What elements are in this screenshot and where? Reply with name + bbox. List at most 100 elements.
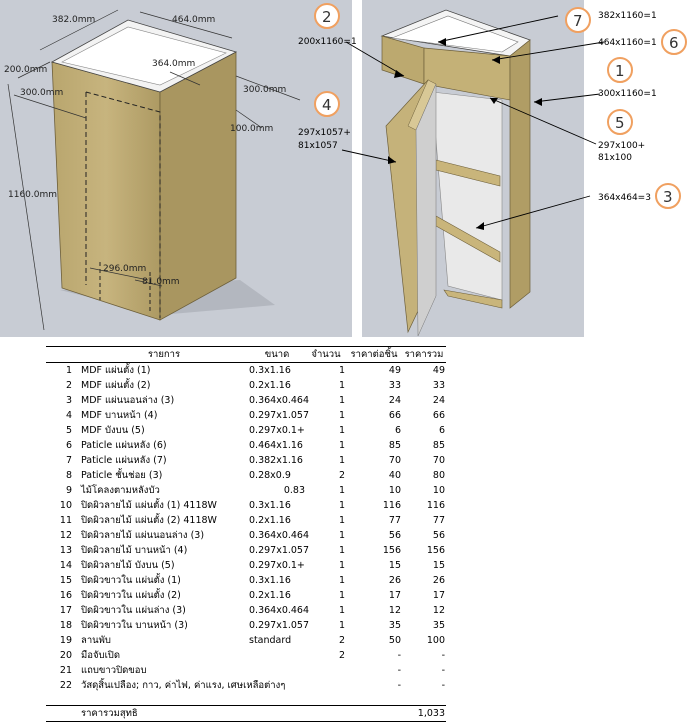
row-number: 16 [59,590,72,601]
row-item: Paticle ชั้นช่อย (3) [81,470,163,481]
row-item: ลานพับ [81,635,111,646]
callout-4-label-2: 81x1057 [298,141,338,151]
row-number: 18 [59,620,72,631]
row-item: ปิดผิวลายไม้ บังบน (5) [81,560,175,571]
row-number: 3 [65,395,72,406]
row-size: 0.3x1.16 [249,365,291,376]
row-item: MDF บานหน้า (4) [81,410,158,421]
row-item: MDF แผ่นตั้ง (2) [81,380,151,391]
row-qty: 1 [338,380,345,391]
row-item: Paticle แผ่นหลัง (7) [81,455,167,466]
row-unit-price: - [397,665,401,676]
row-qty: 1 [338,485,345,496]
callout-5-num: 5 [615,114,625,132]
row-size: 0.2x1.16 [249,380,291,391]
callout-3-num: 3 [663,188,673,206]
row-size: 0.28x0.9 [249,470,291,481]
row-number: 10 [59,500,72,511]
row-unit-price: 40 [388,470,401,481]
row-total: 12 [432,605,445,616]
dimension-lines [7,9,301,331]
row-total: 56 [432,530,445,541]
row-number: 2 [65,380,72,391]
callout-1-num: 1 [615,62,625,80]
row-unit-price: 15 [388,560,401,571]
dim-top-width: 382.0mm [52,15,95,25]
callout-2-num: 2 [322,8,332,26]
callout-7-num: 7 [573,12,583,30]
panel-1 [509,39,531,309]
callout-1-label: 300x1160=1 [598,89,657,99]
header-size: ขนาด [248,346,306,363]
callout-6-num: 6 [669,34,679,52]
row-qty: 1 [338,575,345,586]
row-number: 20 [59,650,72,661]
row-qty [306,663,346,678]
row-unit-price: 85 [388,440,401,451]
callout-4-label-1: 297x1057+ [298,128,351,138]
row-qty: 1 [338,515,345,526]
row-unit-price: 66 [388,410,401,421]
dim-bottom-81: 81.0mm [142,277,180,287]
row-size: 0.297x0.1+ [249,560,305,571]
row-size [248,663,306,678]
header-item: รายการ [80,346,248,363]
row-number: 17 [59,605,72,616]
dim-right-100: 100.0mm [230,124,273,134]
row-unit-price: 116 [382,500,401,511]
row-total: 6 [438,425,445,436]
row-size: 0.3x1.16 [249,575,291,586]
row-number: 22 [59,680,72,691]
row-unit-price: 35 [388,620,401,631]
row-total: 35 [432,620,445,631]
row-qty: 1 [338,560,345,571]
row-qty: 1 [338,455,345,466]
table-row: 22 วัสดุสิ้นเปลือง; กาว, ค่าไฟ, ค่าแรง, เ… [46,678,446,693]
row-total: 116 [426,500,445,511]
row-unit-price: 10 [388,485,401,496]
row-size: standard [249,635,292,646]
row-number: 13 [59,545,72,556]
row-item: วัสดุสิ้นเปลือง; กาว, ค่าไฟ, ค่าแรง, เศษ… [81,680,286,691]
dim-inner-364: 364.0mm [152,59,195,69]
row-qty: 2 [338,650,345,661]
row-size: 0.297x1.057 [249,620,310,631]
row-qty: 2 [338,635,345,646]
shelf-bottom [443,289,503,309]
row-size: 0.297x1.057 [249,545,310,556]
callout-4-num: 4 [322,96,332,114]
row-number: 1 [65,365,72,376]
row-number: 15 [59,575,72,586]
row-unit-price: - [397,650,401,661]
row-size: 0.464x1.16 [249,440,303,451]
row-qty [306,678,346,693]
total-row: ราคารวมสุทธิ 1,033 [46,705,446,722]
row-total: 85 [432,440,445,451]
row-total: 156 [426,545,445,556]
cabinet-interior [431,91,503,301]
row-item: Paticle แผ่นหลัง (6) [81,440,167,451]
row-qty: 1 [338,530,345,541]
table-header-row: รายการ ขนาด จำนวน ราคาต่อชิ้น ราคารวม [46,346,446,363]
row-unit-price: 33 [388,380,401,391]
row-total: 100 [426,635,445,646]
header-unit-price: ราคาต่อชิ้น [346,346,402,363]
row-size: 0.364x0.464 [249,530,310,541]
row-number: 9 [65,485,72,496]
row-item: ปิดผิวขาวใน แผ่นตั้ง (1) [81,575,181,586]
row-item: มือจับเปิด [81,650,121,661]
row-item: ปิดผิวลายไม้ แผ่นตั้ง (2) 4118W [81,515,217,526]
row-item: ปิดผิวขาวใน แผ่นล่าง (3) [81,605,186,616]
